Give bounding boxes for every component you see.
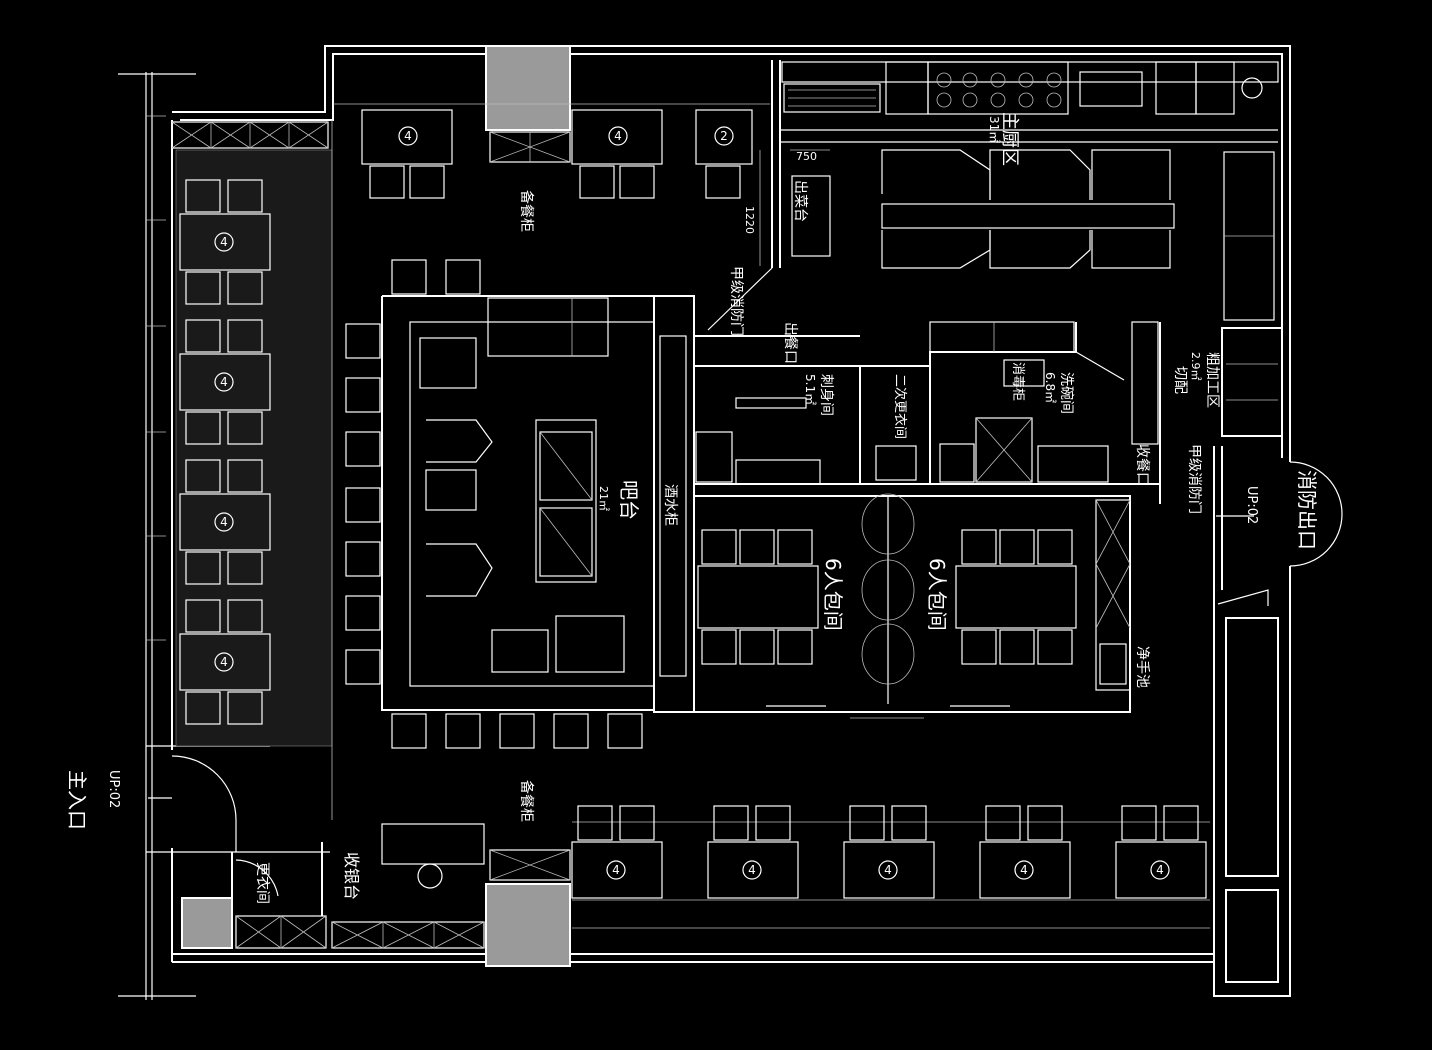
cashier-counter <box>381 823 485 865</box>
bar-area-label: 21㎡ <box>597 486 610 511</box>
serving-window-label: 出餐口 <box>782 322 798 364</box>
column-corner <box>181 897 233 949</box>
disinfection-cabinet-label: 消毒柜 <box>1010 362 1025 401</box>
table-seat-count: 4 <box>748 863 756 877</box>
bottom-table-2[interactable]: 4 <box>707 805 799 899</box>
main-kitchen: 主厨区 31㎡ 出菜台 750 1220 <box>743 60 1279 321</box>
private-rooms: 6人包间 6人包间 <box>693 493 1131 719</box>
private-room-2-label[interactable]: 6人包间 <box>925 558 949 631</box>
prep-cabinet-bottom <box>489 849 571 881</box>
main-entrance-label[interactable]: 主入口 <box>65 770 89 830</box>
column-top <box>485 45 571 131</box>
main-kitchen-label: 主厨区 <box>999 112 1020 166</box>
fire-exit-door-swing[interactable] <box>1289 461 1343 515</box>
fire-door-a-label-2: 甲级消防门 <box>1186 444 1202 514</box>
sashimi-room-label: 刺身间 <box>818 374 834 416</box>
cutting-label: 切配 <box>1172 366 1188 394</box>
right-storage <box>1225 617 1279 877</box>
dimension-750: 750 <box>796 150 817 163</box>
table-seat-count: 4 <box>220 515 228 529</box>
main-kitchen-area-label: 31㎡ <box>987 116 1001 143</box>
top-left-cabinets <box>171 121 329 149</box>
bar-label: 吧台 <box>617 480 641 520</box>
table-seat-count: 4 <box>1020 863 1028 877</box>
table-seat-count: 4 <box>884 863 892 877</box>
top-table-1[interactable]: 4 <box>361 109 453 199</box>
left-dining: 4 4 4 4 <box>179 179 271 725</box>
table-seat-count: 4 <box>404 129 412 143</box>
bottom-dining: 4 4 4 4 4 <box>571 805 1210 929</box>
changing-room-2-label: 二次更衣间 <box>892 374 908 439</box>
sashimi-area-label: 5.1㎡ <box>803 374 817 405</box>
left-table-4[interactable]: 4 <box>179 599 271 725</box>
left-table-3[interactable]: 4 <box>179 459 271 585</box>
left-table-2[interactable]: 4 <box>179 319 271 445</box>
fire-door-a-label-1: 甲级消防门 <box>728 266 744 336</box>
main-entrance-door-swing[interactable] <box>171 755 237 821</box>
dishwashing-area-label: 6.8㎡ <box>1043 372 1057 403</box>
table-seat-count: 2 <box>720 129 728 143</box>
up-fire-label: UP:02 <box>1244 486 1259 524</box>
prep-cabinet-top-label: 备餐柜 <box>518 190 535 232</box>
top-table-3[interactable]: 2 <box>695 109 753 199</box>
carpet-area <box>175 149 333 747</box>
cashier-person-icon <box>417 863 443 889</box>
column-bottom <box>485 883 571 967</box>
bottom-table-4[interactable]: 4 <box>979 805 1071 899</box>
bottom-table-5[interactable]: 4 <box>1115 805 1207 899</box>
bar-stools <box>345 259 643 749</box>
dimension-1220: 1220 <box>743 206 756 234</box>
bar-counter: 吧台 21㎡ <box>345 259 655 749</box>
bottom-table-3[interactable]: 4 <box>843 805 935 899</box>
cashier-label: 收银台 <box>342 852 361 900</box>
table-seat-count: 4 <box>612 863 620 877</box>
bottom-table-1[interactable]: 4 <box>571 805 663 899</box>
hand-sink-cabinet <box>1095 499 1131 691</box>
private-room-1-label[interactable]: 6人包间 <box>821 558 845 631</box>
rough-processing <box>1221 327 1283 437</box>
up-main-label: UP:02 <box>106 770 121 808</box>
top-dining: 4 4 2 备餐柜 <box>333 103 770 232</box>
bottom-left-cabinets <box>235 915 485 949</box>
top-table-2[interactable]: 4 <box>571 109 663 199</box>
prep-cabinet-bottom-label: 备餐柜 <box>518 780 535 822</box>
table-seat-count: 4 <box>220 655 228 669</box>
table-seat-count: 4 <box>1156 863 1164 877</box>
left-table-1[interactable]: 4 <box>179 179 271 305</box>
collection-window-label: 收餐口 <box>1134 444 1150 486</box>
back-rooms: 刺身间 5.1㎡ 二次更衣间 消毒柜 洗碗间 6.8㎡ 收餐口 <box>693 321 1160 486</box>
rough-processing-label: 粗加工区 <box>1204 352 1220 408</box>
hand-sink-label: 净手池 <box>1134 646 1150 688</box>
table-seat-count: 4 <box>614 129 622 143</box>
serving-counter-label: 出菜台 <box>792 180 808 222</box>
table-seat-count: 4 <box>220 235 228 249</box>
dishwashing-room-label: 洗碗间 <box>1058 372 1074 414</box>
table-seat-count: 4 <box>220 375 228 389</box>
fire-exit-label[interactable]: 消防出口 <box>1295 470 1319 550</box>
changing-room-label: 更衣间 <box>254 862 270 904</box>
wine-cabinet-label: 酒水柜 <box>662 484 678 526</box>
rough-processing-area-label: 2.9㎡ <box>1189 352 1202 381</box>
outer-walls <box>118 45 1291 1000</box>
